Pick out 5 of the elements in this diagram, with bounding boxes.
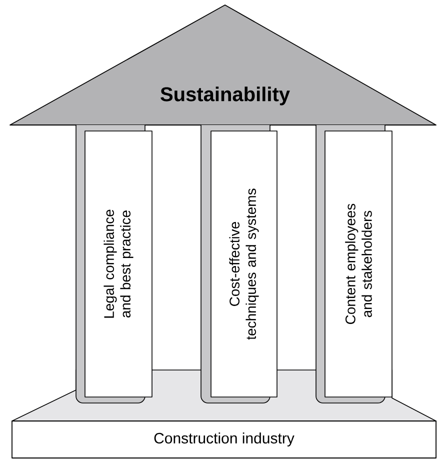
pillar: Content employees and stakeholders xyxy=(316,124,392,404)
pillar: Legal compliance and best practice xyxy=(76,124,152,404)
pillar: Cost-effective techniques and systems xyxy=(200,124,278,404)
roof: Sustainability xyxy=(10,4,436,126)
node-label: Construction industry xyxy=(154,432,294,446)
